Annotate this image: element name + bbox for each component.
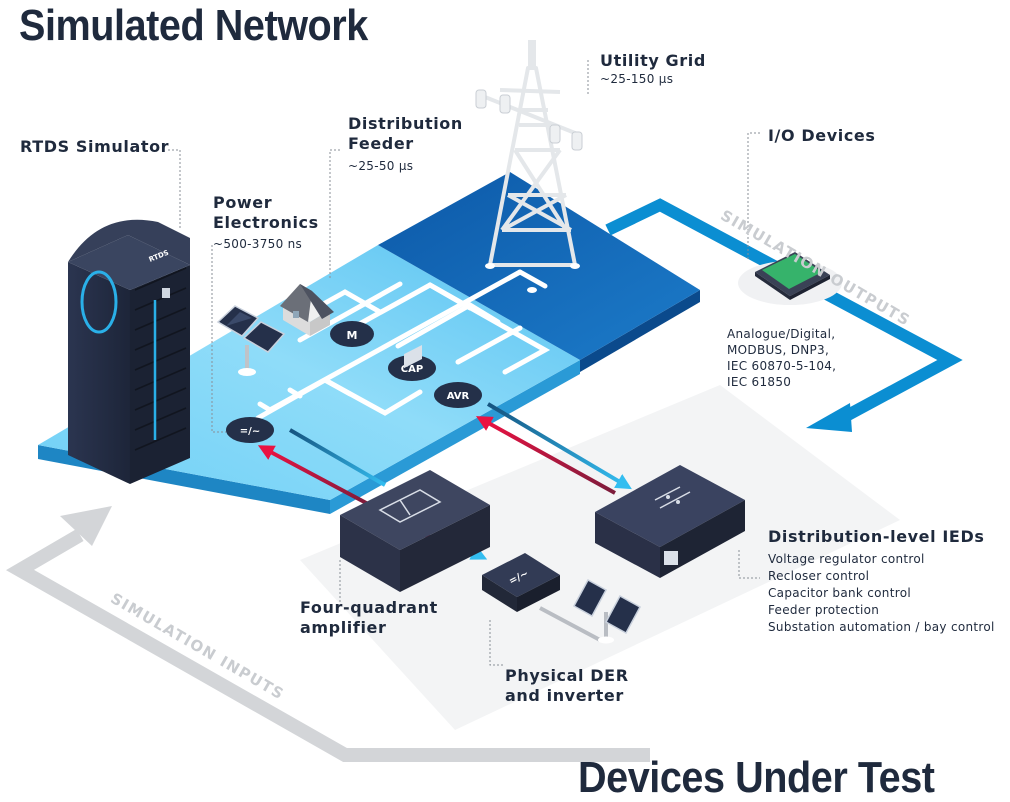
amplifier-device (340, 344, 490, 592)
power-electronics-timestep: ~500-3750 ns (213, 237, 303, 251)
distribution-feeder-line2: Feeder (348, 134, 414, 153)
ied-item: Feeder protection (768, 603, 880, 617)
rtds-rack: RTDS (68, 219, 190, 484)
protocol-item: IEC 60870-5-104, (727, 359, 837, 373)
io-device (738, 252, 842, 305)
node-capacitor-label: CAP (401, 364, 423, 375)
protocol-list: Analogue/Digital, MODBUS, DNP3, IEC 6087… (727, 326, 836, 390)
amplifier-line1: Four-quadrant (300, 598, 438, 617)
signal-in-amplifier (257, 445, 371, 507)
label-distribution-feeder: Distribution Feeder ~25-50 µs (348, 114, 463, 174)
node-regulator: AVR (434, 382, 482, 408)
node-motor: M (330, 321, 374, 347)
signal-in-ieds (475, 416, 616, 495)
protocol-item: MODBUS, DNP3, (727, 343, 830, 357)
der-inverter-device: =/~ (482, 553, 560, 612)
transmission-tower-icon (479, 40, 581, 267)
distribution-feeder-line1: Distribution (348, 114, 463, 133)
label-power-electronics: Power Electronics ~500-3750 ns (213, 193, 319, 252)
der-solar-panel-icon (539, 578, 642, 644)
label-distribution-ieds: Distribution-level IEDs Voltage regulato… (768, 527, 995, 636)
title-simulated-network: Simulated Network (19, 1, 368, 50)
tower-feet (485, 263, 580, 293)
node-capacitor: CAP (388, 355, 436, 381)
node-inverter-label: =/~ (240, 426, 260, 437)
protocol-item: IEC 61850 (727, 375, 792, 389)
power-electronics-line1: Power (213, 193, 273, 212)
utility-grid-title: Utility Grid (600, 51, 706, 70)
insulators-icon (475, 89, 583, 151)
simulation-inputs-arrow (5, 528, 650, 762)
node-motor-label: M (347, 329, 358, 342)
signal-out-amplifier (288, 428, 387, 487)
node-inverter: =/~ (226, 417, 274, 443)
protocol-item: Analogue/Digital, (727, 327, 836, 341)
ied-device (595, 465, 745, 578)
simulation-inputs-arrowhead (60, 506, 112, 546)
signal-out-ieds (486, 402, 632, 490)
ied-item: Recloser control (768, 569, 870, 583)
label-four-quadrant-amplifier: Four-quadrant amplifier (300, 598, 438, 638)
label-rtds-simulator: RTDS Simulator (20, 137, 170, 156)
solar-panel-icon (216, 305, 286, 376)
house-icon (280, 284, 334, 336)
ied-item: Capacitor bank control (768, 586, 911, 600)
der-line1: Physical DER (505, 666, 629, 685)
title-devices-under-test: Devices Under Test (578, 753, 935, 802)
label-physical-der: Physical DER and inverter (505, 666, 629, 706)
power-electronics-line2: Electronics (213, 213, 319, 232)
distribution-feeder-timestep: ~25-50 µs (348, 159, 414, 173)
dut-floor (300, 385, 900, 730)
node-regulator-label: AVR (447, 391, 470, 402)
utility-plate-side (580, 290, 700, 372)
der-line2: and inverter (505, 686, 624, 705)
amplifier-line2: amplifier (300, 618, 387, 637)
label-utility-grid: Utility Grid ~25-150 µs (600, 51, 706, 87)
ieds-title: Distribution-level IEDs (768, 527, 985, 546)
ied-item: Substation automation / bay control (768, 620, 995, 634)
leader-lines (168, 60, 760, 666)
ied-item: Voltage regulator control (768, 552, 925, 566)
utility-grid-timestep: ~25-150 µs (600, 72, 674, 86)
label-io-devices: I/O Devices (768, 126, 876, 145)
simulation-outputs-arrowhead (806, 403, 852, 432)
platform-side-right (330, 360, 580, 514)
